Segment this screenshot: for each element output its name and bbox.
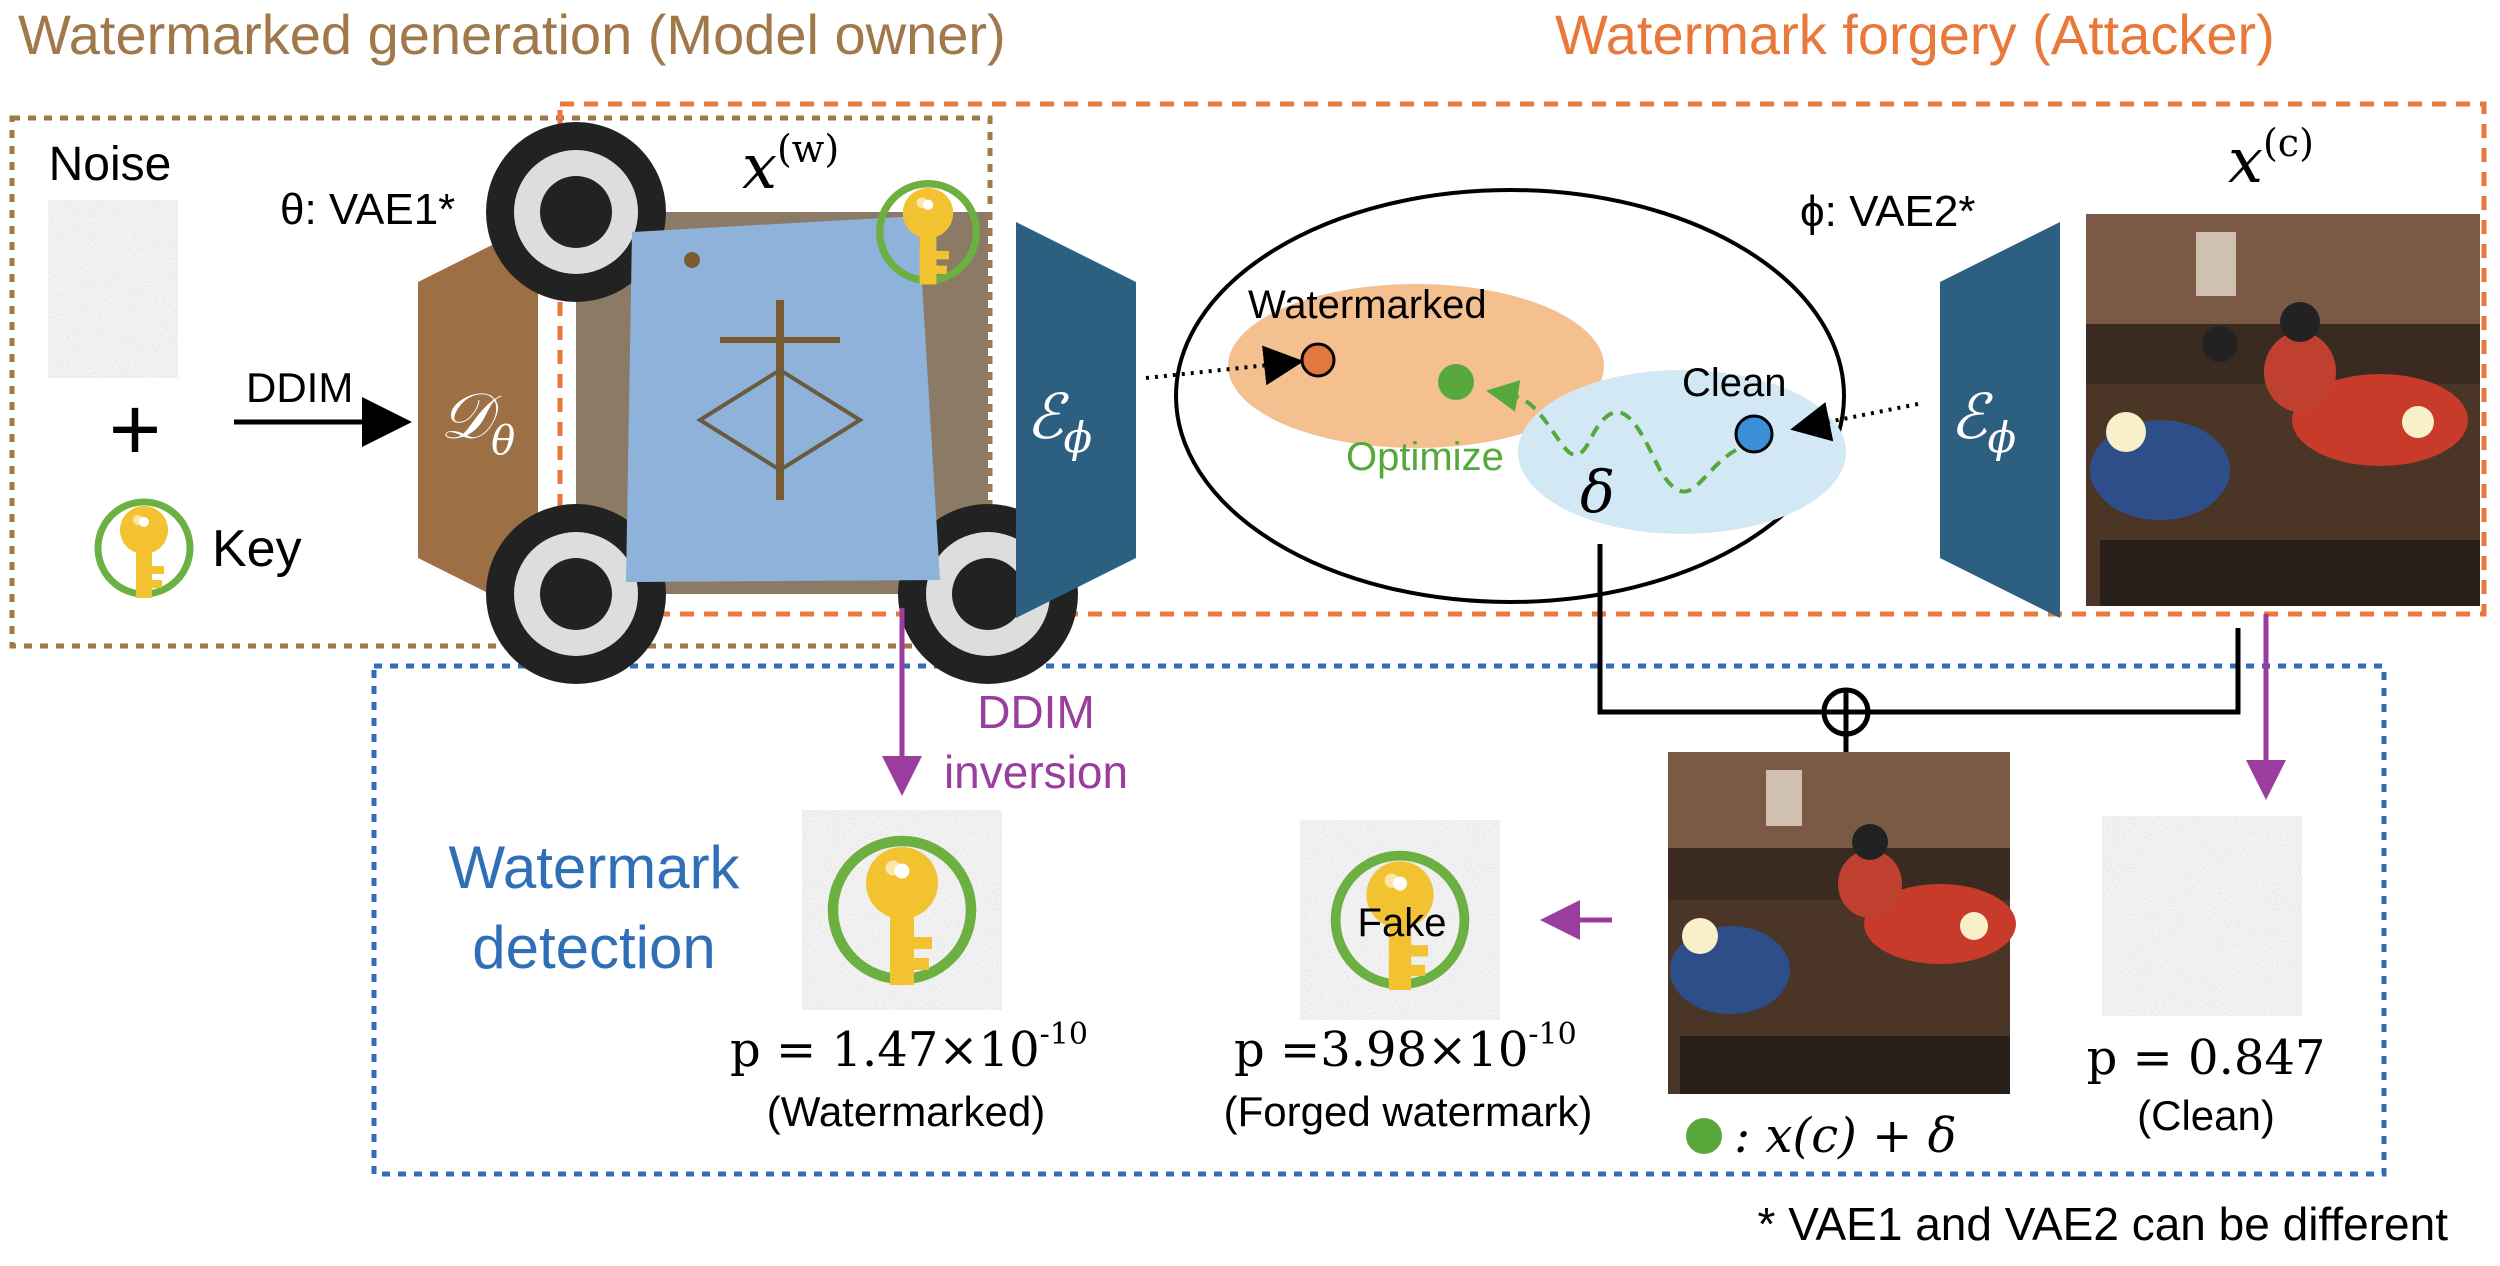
clean-point (1734, 414, 1774, 454)
detection-section-box (371, 663, 2387, 1177)
noise-label: Noise (49, 138, 172, 191)
legend-green-dot (1686, 1118, 1722, 1154)
forged-image (1668, 752, 2016, 1094)
forgery-section-box (557, 101, 2487, 617)
clean-encode-arrow (1790, 402, 1919, 442)
optimized-point (1438, 364, 1474, 400)
vae1-label: θ: VAE1* (280, 185, 455, 234)
encoder-left-symbol: ℰϕ (1026, 380, 1092, 462)
delta-label: δ (1580, 458, 1615, 526)
watermarked-image (486, 122, 1078, 684)
detection-title-line2: detection (472, 914, 716, 981)
ddim-inversion-label-line2: inversion (944, 746, 1128, 798)
noise-input-image (48, 200, 178, 378)
watermarked-point (1300, 342, 1336, 378)
key-label: Key (212, 520, 302, 578)
legend-formula: : x(c) + δ (1734, 1108, 1956, 1164)
p-value-clean: p = 0.847 (2087, 1030, 2326, 1086)
xc-connector (1856, 628, 2241, 715)
p-value-forged: p =3.98×10-10 (1234, 1017, 1577, 1078)
watermarked-region-label: Watermarked (1248, 283, 1487, 327)
xc-label: x(c) (2228, 121, 2314, 197)
encoder-right-symbol: ℰϕ (1950, 380, 2016, 462)
delta-connector (1597, 544, 1836, 715)
generation-section-title: Watermarked generation (Model owner) (18, 3, 1006, 66)
detection-title-line1: Watermark (448, 834, 740, 901)
p-value-watermarked: p = 1.47×10-10 (730, 1017, 1088, 1078)
encoder-block-right (1940, 222, 2060, 618)
xw-label: x(w) (742, 127, 839, 203)
decoder-block (418, 222, 538, 618)
ddim-inversion-label-line1: DDIM (977, 686, 1095, 738)
vae2-label: ϕ: VAE2* (1800, 187, 1975, 236)
footnote: * VAE1 and VAE2 can be different (1758, 1198, 2449, 1250)
caption-forged: (Forged watermark) (1224, 1088, 1593, 1135)
clean-region (1518, 370, 1846, 534)
encoder-block-left (1016, 222, 1136, 618)
clean-region-label: Clean (1682, 361, 1787, 405)
plus-sign: + (109, 380, 162, 480)
ddim-label: DDIM (246, 364, 353, 411)
optimize-label: Optimize (1346, 435, 1504, 479)
fake-label: Fake (1358, 901, 1447, 945)
clean-image (2086, 214, 2480, 606)
optimize-path (1486, 380, 1737, 494)
clean-latent (2102, 816, 2302, 1016)
caption-clean: (Clean) (2137, 1092, 2275, 1139)
forgery-section-title: Watermark forgery (Attacker) (1555, 3, 2275, 66)
caption-watermarked: (Watermarked) (767, 1088, 1045, 1135)
key-icon (98, 502, 190, 598)
